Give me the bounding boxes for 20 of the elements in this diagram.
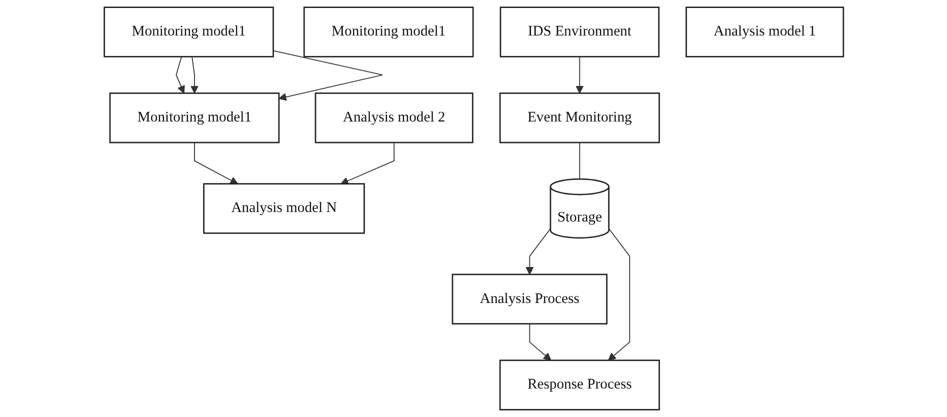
arrow: [190, 56, 198, 94]
arrow: [575, 56, 584, 94]
arrow: [340, 142, 394, 185]
node-box: Monitoring model1: [108, 92, 280, 144]
arrow: [175, 56, 184, 94]
connector: [578, 142, 580, 180]
node-box: Analysis model 1: [685, 6, 844, 58]
node-box: Analysis Process: [451, 274, 608, 324]
arrow: [194, 142, 238, 184]
node-box: Monitoring model1: [303, 6, 474, 58]
node-box: Event Monitoring: [499, 92, 660, 144]
arrow: [272, 50, 383, 101]
node-box: Analysis model N: [202, 183, 365, 234]
arrow: [528, 323, 551, 361]
arrow: [608, 228, 630, 361]
node-box: Analysis model 2: [314, 92, 473, 144]
arrow: [525, 228, 551, 275]
node-box: Response Process: [499, 360, 660, 410]
node-box: Monitoring model1: [103, 6, 274, 58]
node-box: IDS Environment: [499, 6, 660, 58]
